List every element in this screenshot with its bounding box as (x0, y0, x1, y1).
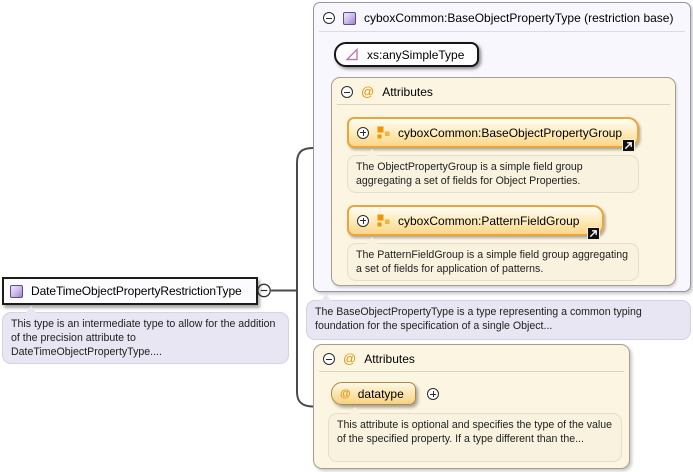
jump-to-definition-icon[interactable] (622, 139, 635, 152)
attributes-panel: @ Attributes @ datatype This attribute i… (313, 344, 630, 469)
group-doc-tooltip: The PatternFieldGroup is a simple field … (347, 236, 639, 282)
base-type-panel: cyboxCommon:BaseObjectPropertyType (rest… (313, 2, 691, 292)
header-divider (319, 371, 624, 372)
attribute-group-icon (377, 126, 390, 139)
attributes-header: @ Attributes (332, 78, 675, 104)
attribute-doc-tooltip: This attribute is optional and specifies… (328, 407, 622, 462)
collapse-icon[interactable] (323, 12, 335, 24)
simple-type-badge[interactable]: xs:anySimpleType (334, 42, 480, 67)
header-divider (319, 31, 685, 32)
attribute-group-baseobjectpropertygroup[interactable]: cyboxCommon:BaseObjectPropertyGroup (347, 117, 639, 152)
base-attributes-panel: @ Attributes cyboxCommon:BaseObjectPrope… (331, 77, 676, 286)
attributes-header: @ Attributes (314, 345, 629, 371)
attribute-name: datatype (357, 386, 404, 401)
collapse-connector-icon[interactable] (257, 283, 271, 298)
simple-type-icon (345, 48, 358, 61)
complex-type-icon (10, 284, 23, 298)
header-divider (337, 104, 670, 105)
attribute-group-patternfieldgroup[interactable]: cyboxCommon:PatternFieldGroup (347, 205, 604, 240)
attribute-group-icon (377, 214, 390, 227)
collapse-icon[interactable] (323, 353, 335, 365)
attribute-group-label: cyboxCommon:PatternFieldGroup (398, 213, 580, 228)
attribute-at-icon: @ (343, 351, 357, 366)
expand-icon[interactable] (357, 214, 369, 227)
group-doc-tooltip: The ObjectPropertyGroup is a simple fiel… (347, 148, 639, 194)
base-type-doc-tooltip: The BaseObjectPropertyType is a type rep… (306, 294, 691, 340)
complex-type-icon (343, 11, 356, 25)
jump-to-definition-icon[interactable] (587, 227, 600, 240)
attribute-datatype-badge[interactable]: @ datatype (331, 382, 416, 405)
simple-type-label: xs:anySimpleType (367, 47, 465, 62)
expand-icon[interactable] (427, 388, 439, 400)
attribute-at-icon: @ (361, 84, 375, 99)
attributes-heading: Attributes (364, 352, 415, 366)
base-type-header: cyboxCommon:BaseObjectPropertyType (rest… (314, 3, 690, 31)
attribute-group-label: cyboxCommon:BaseObjectPropertyGroup (398, 125, 623, 140)
attributes-heading: Attributes (382, 85, 433, 99)
type-box-datetime-restriction[interactable]: DateTimeObjectPropertyRestrictionType (2, 277, 258, 305)
expand-icon[interactable] (357, 126, 369, 139)
type-doc-tooltip: This type is an intermediate type to all… (2, 305, 289, 365)
base-type-title: cyboxCommon:BaseObjectPropertyType (rest… (364, 11, 674, 25)
collapse-icon[interactable] (341, 86, 353, 98)
attribute-at-icon: @ (340, 387, 351, 400)
type-title: DateTimeObjectPropertyRestrictionType (31, 284, 242, 298)
